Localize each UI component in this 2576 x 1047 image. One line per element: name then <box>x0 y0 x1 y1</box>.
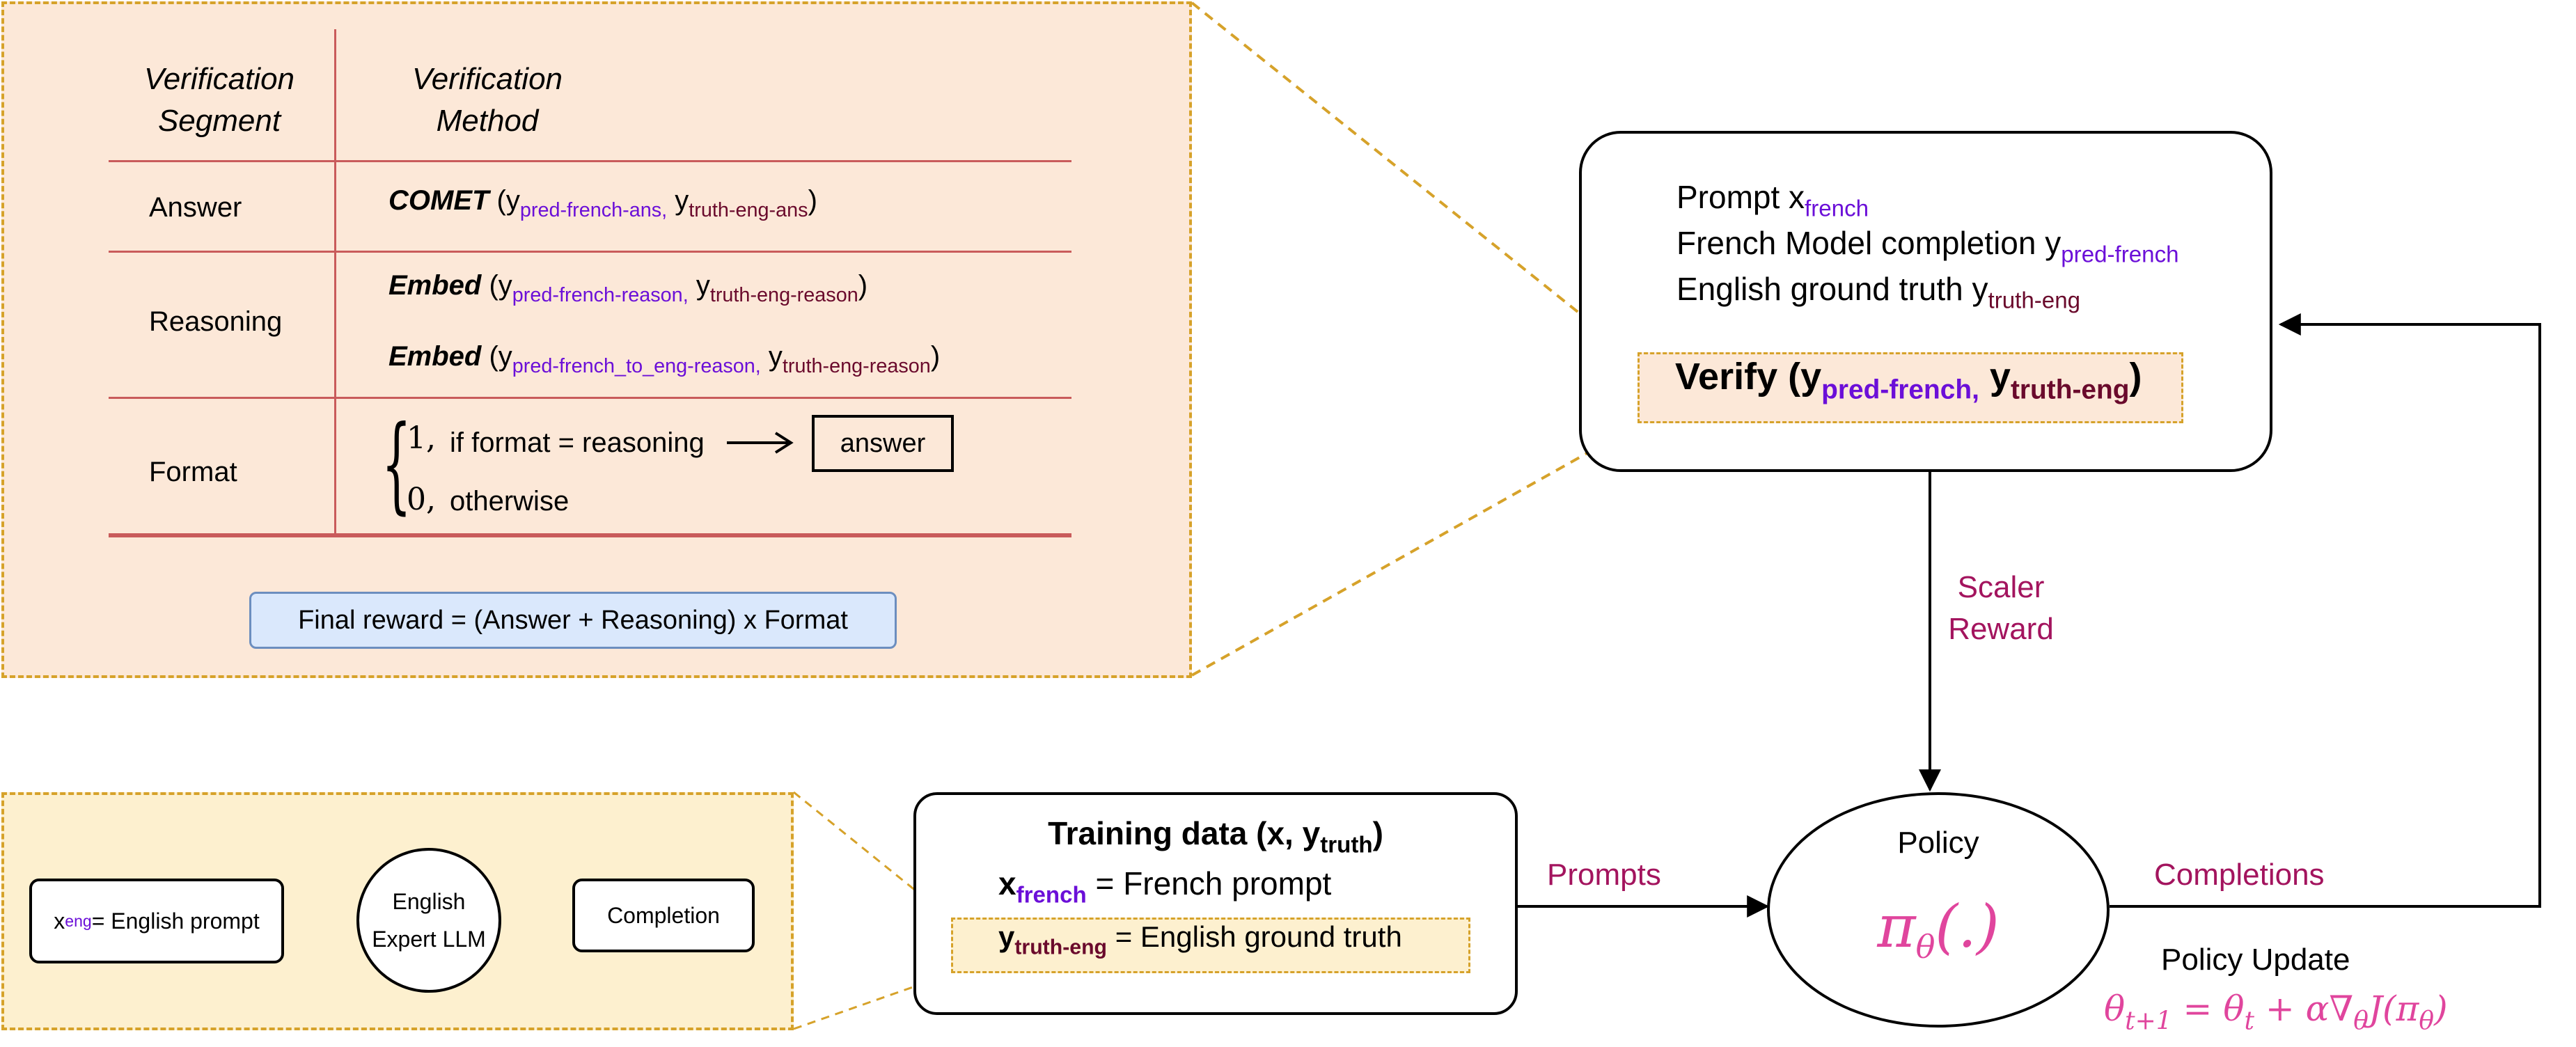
expert-llm-line1: English <box>392 889 466 914</box>
header-verification-segment: Verification Segment <box>143 62 295 138</box>
reason1-pred-sub: pred-french-reason, <box>512 284 689 307</box>
answer-pred-sub: pred-french-ans, <box>519 199 668 222</box>
method-reasoning-1: Embed (ypred-french-reason, ytruth-eng-r… <box>388 270 868 307</box>
answer-truth-sub: truth-eng-ans <box>689 199 808 222</box>
format-zero: 0, <box>407 482 436 517</box>
prompt-sub: french <box>1805 196 1869 222</box>
method-answer: COMET (ypred-french-ans, ytruth-eng-ans) <box>388 185 817 222</box>
completions-label: Completions <box>2154 858 2325 892</box>
reason2-truth-sub: truth-eng-reason <box>782 355 931 378</box>
prompt-label: Prompt x <box>1676 179 1805 215</box>
policy-update-formula: θt+1 = θt + α∇θJ(πθ) <box>2104 989 2448 1036</box>
prompts-label: Prompts <box>1547 858 1661 892</box>
verify-highlight <box>1638 352 2183 423</box>
training-y-highlight <box>951 918 1470 973</box>
truth-label: English ground truth y <box>1676 271 1988 307</box>
final-reward-box: Final reward = (Answer + Reasoning) x Fo… <box>249 592 897 649</box>
verify-truth-sub: truth-eng <box>2010 375 2130 405</box>
table-column-divider <box>334 29 336 536</box>
format-answer-box: answer <box>812 415 954 472</box>
expert-llm-line2: Expert LLM <box>372 927 486 952</box>
format-one: 1, <box>407 420 436 456</box>
training-x-text: = French prompt <box>1086 865 1332 902</box>
segment-answer: Answer <box>149 192 242 223</box>
policy-node <box>1767 792 2110 1028</box>
embed-fn-2: Embed <box>388 341 482 372</box>
verify-formula: Verify (ypred-french, ytruth-eng) <box>1675 355 2142 404</box>
training-y-text: = English ground truth <box>1107 920 1402 953</box>
training-title-text: Training data (x, y <box>1048 815 1321 851</box>
completion-line: French Model completion ypred-french <box>1676 224 2179 267</box>
english-prompt-text: = English prompt <box>91 908 260 934</box>
training-data-box <box>913 792 1518 1015</box>
zoom-line-bottom <box>1191 422 1641 677</box>
method-reasoning-2: Embed (ypred-french_to_eng-reason, ytrut… <box>388 341 941 378</box>
comet-fn: COMET <box>388 185 489 216</box>
format-brace: { <box>382 404 411 525</box>
reason2-pred-sub: pred-french_to_eng-reason, <box>512 355 761 378</box>
format-arrow-icon <box>727 432 794 454</box>
embed-fn-1: Embed <box>388 270 482 301</box>
training-title: Training data (x, ytruth) <box>913 814 1518 857</box>
table-bottom-rule <box>109 533 1071 537</box>
training-x-var: x <box>998 865 1016 902</box>
table-row-rule-1 <box>109 251 1071 253</box>
verify-close: ) <box>2129 356 2142 397</box>
policy-formula: πθ(.) <box>1877 892 2000 966</box>
reason1-truth-sub: truth-eng-reason <box>709 284 858 307</box>
expert-completion-box: Completion <box>572 879 755 952</box>
training-x-line: xfrench = French prompt <box>998 865 1332 907</box>
training-y-var: y <box>998 920 1015 953</box>
training-y-line: ytruth-eng = English ground truth <box>998 920 1402 958</box>
training-title-close: ) <box>1372 815 1383 851</box>
truth-sub: truth-eng <box>1988 288 2081 314</box>
format-condition-1: if format = reasoning <box>450 427 705 458</box>
prompt-line: Prompt xfrench <box>1676 178 1869 221</box>
english-expert-llm-node: English Expert LLM <box>356 848 501 993</box>
segment-reasoning: Reasoning <box>149 306 283 337</box>
verification-table-panel <box>1 1 1192 678</box>
training-title-sub: truth <box>1320 832 1373 858</box>
zoom-line-top <box>1191 1 1642 363</box>
header-verification-method: Verification Method <box>411 62 563 138</box>
format-condition-0: otherwise <box>450 486 570 517</box>
training-x-sub: french <box>1016 882 1087 908</box>
scaler-reward-line2: Reward <box>1948 612 2054 646</box>
completions-arrow <box>2110 313 2541 908</box>
training-y-sub: truth-eng <box>1014 936 1108 959</box>
scaler-reward-label: Scaler Reward <box>1947 567 2055 650</box>
completion-label: French Model completion y <box>1676 225 2061 261</box>
policy-update-label: Policy Update <box>2161 943 2350 977</box>
completion-sub: pred-french <box>2061 242 2179 268</box>
verify-fn: Verify (y <box>1675 356 1822 397</box>
verify-pred-sub: pred-french, <box>1821 375 1979 405</box>
zoom-line-expert-top <box>793 791 953 922</box>
table-header-rule <box>109 160 1071 162</box>
truth-line: English ground truth ytruth-eng <box>1676 270 2080 313</box>
table-row-rule-2 <box>109 397 1071 399</box>
policy-label: Policy <box>1897 826 1979 860</box>
english-prompt-var: x <box>54 908 65 934</box>
verify-y: y <box>1979 356 2011 397</box>
segment-format: Format <box>149 457 237 487</box>
scaler-reward-line1: Scaler <box>1957 570 2045 604</box>
